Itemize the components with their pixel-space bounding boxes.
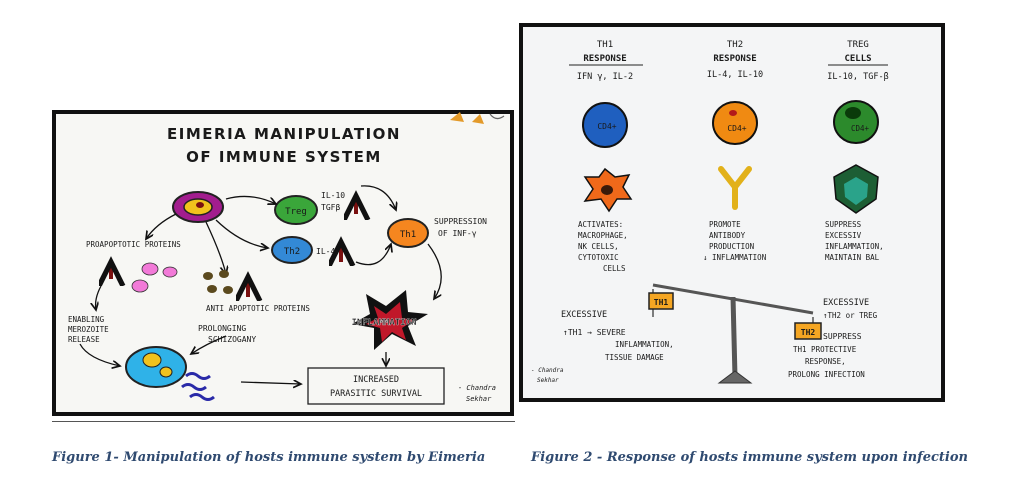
tgfb-label: TGFβ — [321, 203, 340, 212]
cd4-label-2: CD4+ — [727, 124, 746, 133]
proapoptotic-proteins-icon — [131, 262, 178, 293]
increased-line1: INCREASED — [353, 375, 399, 385]
figure-1-signature-line2: Sekhar — [466, 395, 492, 403]
outcome-box — [307, 367, 445, 405]
right-text-line1: EXCESSIVE — [823, 298, 869, 308]
proapoptotic-label: PROAPOPTOTIC PROTEINS — [86, 240, 181, 249]
col3-text-line3: INFLAMMATION, — [825, 242, 884, 251]
col1-text-line2: MACROPHAGE, — [578, 231, 628, 240]
arrow-icon — [240, 382, 301, 384]
enabling-line3: RELEASE — [68, 335, 100, 344]
antiapoptotic-proteins-icon — [203, 270, 233, 294]
col1-text-line1: ACTIVATES: — [578, 220, 623, 229]
arrow-icon — [427, 243, 442, 299]
cd4-label-1: CD4+ — [597, 122, 616, 131]
merozoites-icon — [181, 372, 215, 401]
prolonging-line2: SCHIZOGANY — [208, 335, 256, 344]
arrow-icon — [225, 195, 276, 204]
cd4-blue-cell-icon — [582, 102, 628, 148]
col3-head-line3: IL-10, TGF-β — [827, 72, 888, 82]
suppression-text-line1: SUPPRESSION — [434, 217, 487, 226]
th1-box-label: TH1 — [654, 298, 669, 307]
left-text-line4: TISSUE DAMAGE — [605, 353, 664, 362]
figure-2-signature-line1: - Chandra — [531, 367, 564, 374]
increased-line2: PARASITIC SURVIVAL — [330, 389, 422, 399]
col1-head-line3: IFN γ, IL-2 — [577, 72, 633, 82]
col2-text-line2: ANTIBODY — [709, 231, 746, 240]
th2-cell-icon — [271, 236, 313, 264]
shield-icon — [833, 164, 879, 214]
figure-1-signature-line1: - Chandra — [458, 384, 496, 392]
col2-text-line4: ↓ INFLAMMATION — [703, 253, 766, 262]
col3-text-line2: EXCESSIV — [825, 231, 862, 240]
figure-1-caption: Figure 1- Manipulation of hosts immune s… — [52, 450, 486, 465]
col2-head-line3: IL-4, IL-10 — [707, 70, 763, 80]
enabling-line1: ENABLING — [68, 315, 105, 324]
col2-head-line1: TH2 — [727, 40, 743, 50]
cd4-green-cell-icon — [833, 100, 879, 144]
treg-label: Treg — [285, 207, 307, 217]
figure-1-drawing: EIMERIA MANIPULATION OF IMMUNE SYSTEM Tr… — [68, 125, 496, 405]
figure-1-panel: EIMERIA MANIPULATION OF IMMUNE SYSTEM Tr… — [52, 110, 514, 416]
antiapoptotic-label: ANTI APOPTOTIC PROTEINS — [206, 304, 310, 313]
suppression-text-line2: OF INF-γ — [438, 229, 477, 238]
col3-text-line4: MAINTAIN BAL — [825, 253, 880, 262]
col1-head-line2: RESPONSE — [583, 54, 626, 64]
col2-text-line3: PRODUCTION — [709, 242, 754, 251]
prolonging-line1: PROLONGING — [198, 324, 246, 333]
il4-label: IL-4 — [316, 247, 335, 256]
figure-2-caption: Figure 2 - Response of hosts immune syst… — [531, 450, 968, 465]
col1-text-line4: CYTOTOXIC — [578, 253, 619, 262]
figure-2-drawing: TH1 RESPONSE IFN γ, IL-2 TH2 RESPONSE IL… — [531, 40, 889, 384]
il10-label: IL-10 — [321, 191, 345, 200]
inflammation-burst-icon — [352, 290, 428, 350]
col1-text-line5: CELLS — [603, 264, 626, 273]
cd4-label-3: CD4+ — [851, 124, 870, 133]
figure-1-title-line2: OF IMMUNE SYSTEM — [186, 148, 382, 166]
arrow-icon — [355, 244, 391, 266]
figure-2-panel: TH1 RESPONSE IFN γ, IL-2 TH2 RESPONSE IL… — [519, 23, 945, 402]
balance-scale-icon — [652, 283, 814, 384]
arrow-icon — [360, 185, 396, 210]
decoration-icon — [450, 112, 505, 124]
enabling-line2: MEROZOITE — [68, 325, 109, 334]
arrow-icon — [79, 343, 120, 366]
arrow-icon — [215, 219, 268, 248]
th1-cell-icon — [387, 218, 429, 248]
infected-cell-icon — [172, 191, 224, 223]
col2-text-line1: PROMOTE — [709, 220, 741, 229]
th2-box — [794, 322, 822, 340]
th2-label: Th2 — [284, 247, 300, 257]
macrophage-icon — [583, 167, 633, 213]
col3-head-line1: TREG — [847, 40, 869, 50]
arrow-icon — [146, 213, 177, 239]
left-text-line2: ↑TH1 → SEVERE — [563, 328, 626, 337]
left-text-line3: INFLAMMATION, — [615, 340, 674, 349]
th2-box-label: TH2 — [801, 328, 816, 337]
right-text-line4: TH1 PROTECTIVE — [793, 345, 857, 354]
col3-head-line2: CELLS — [844, 54, 871, 64]
right-text-line5: RESPONSE, — [805, 357, 846, 366]
figure-2-signature-line2: Sekhar — [537, 377, 559, 384]
cd4-orange-cell-icon — [712, 101, 758, 145]
arrow-icon — [191, 335, 227, 354]
right-text-line2: ↑TH2 or TREG — [823, 311, 878, 320]
th1-box — [648, 292, 674, 310]
right-text-line6: PROLONG INFECTION — [788, 370, 865, 379]
inflammation-label: INFLAMMATION — [351, 318, 416, 328]
antibody-icon — [718, 166, 752, 210]
arrow-icon — [96, 285, 102, 310]
right-text-line3: SUPPRESS — [823, 332, 862, 341]
figure-1-underline — [52, 421, 515, 422]
arrow-icon — [205, 221, 226, 274]
col1-text-line3: NK CELLS, — [578, 242, 619, 251]
col3-text-line1: SUPPRESS — [825, 220, 862, 229]
th1-label: Th1 — [400, 230, 416, 240]
col2-head-line2: RESPONSE — [713, 54, 756, 64]
schizont-cell-icon — [125, 346, 187, 388]
figure-1-title-line1: EIMERIA MANIPULATION — [167, 125, 401, 143]
col1-head-line1: TH1 — [597, 40, 613, 50]
left-text-line1: EXCESSIVE — [561, 310, 607, 320]
treg-cell-icon — [274, 195, 318, 225]
